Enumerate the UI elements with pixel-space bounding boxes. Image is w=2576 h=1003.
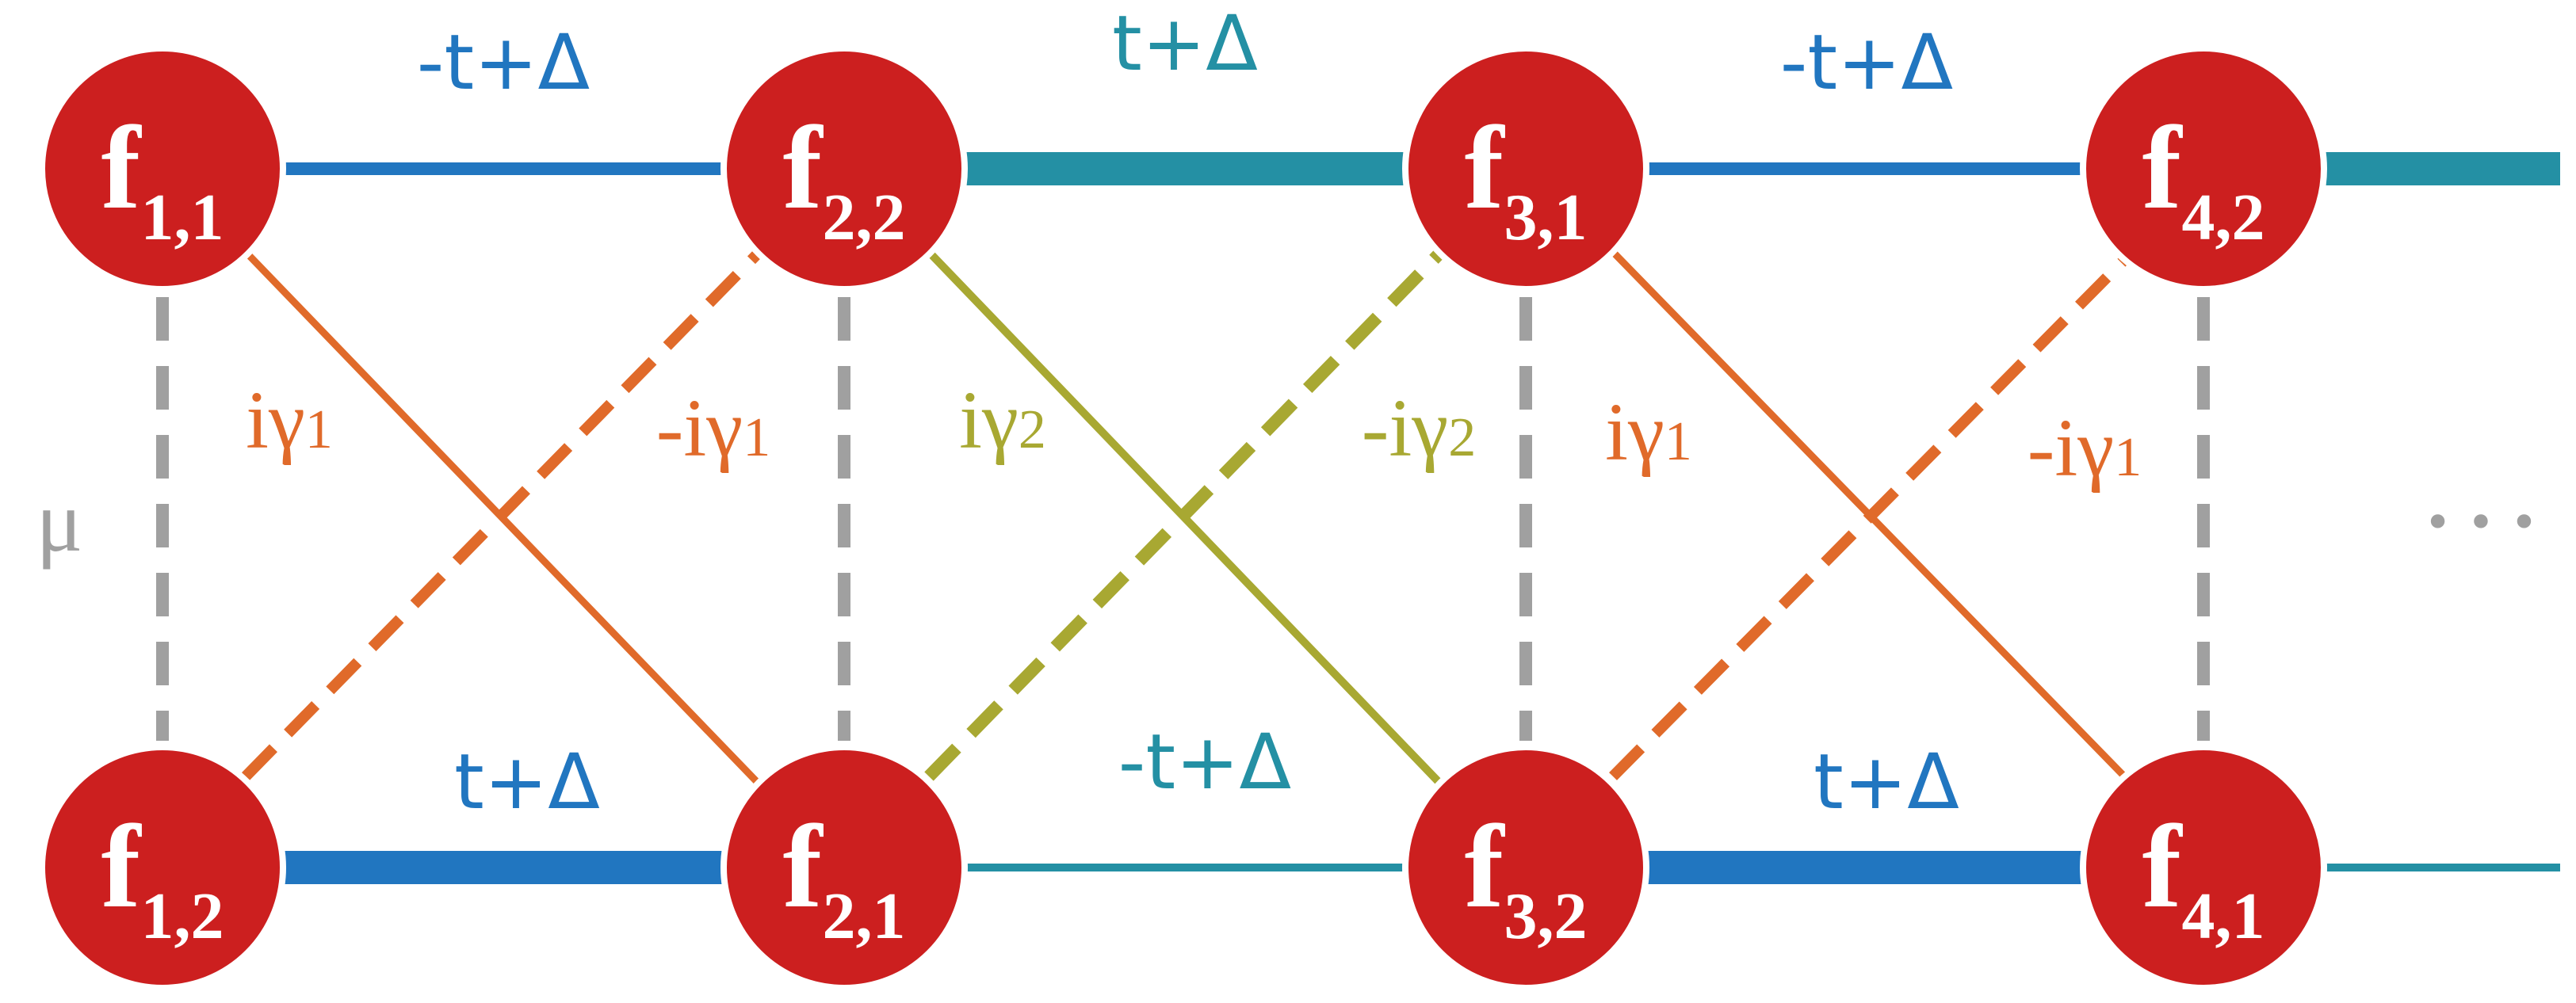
- node-f12-main: f: [101, 801, 143, 932]
- hop-label-top-2: t+Δ: [1112, 0, 1258, 88]
- node-f12-sub: 1,2: [140, 879, 224, 953]
- node-f21: f2,1: [720, 744, 968, 991]
- hop-label-bottom-1: t+Δ: [454, 738, 600, 826]
- gamma-label-1-main: iγ: [246, 375, 305, 466]
- gamma-label-3-main: iγ: [959, 375, 1019, 466]
- node-f32: f3,2: [1402, 744, 1649, 991]
- node-f22-main: f: [783, 102, 824, 234]
- hop-label-top-3: -t+Δ: [1780, 18, 1953, 107]
- gamma-label-6-sub: 1: [2114, 427, 2142, 488]
- gamma-label-4-sub: 2: [1448, 407, 1476, 468]
- gamma-label-4-main: -iγ: [1362, 383, 1448, 474]
- gamma-bond-dashed-3: [1609, 248, 2136, 780]
- node-f31-main: f: [1465, 102, 1506, 234]
- gamma-label-5: iγ1: [1605, 387, 1692, 478]
- node-f41-main: f: [2142, 801, 2184, 932]
- gamma-label-1-sub: 1: [305, 399, 333, 460]
- node-f21-main: f: [783, 801, 824, 932]
- gamma-label-2-sub: 1: [743, 407, 770, 468]
- node-f21-sub: 2,1: [822, 879, 905, 953]
- node-f42-sub: 4,2: [2181, 181, 2265, 254]
- hop-label-bottom-3: t+Δ: [1814, 738, 1959, 826]
- node-f22-sub: 2,2: [822, 181, 905, 254]
- node-f32-main: f: [1465, 801, 1506, 932]
- gamma-label-6: -iγ1: [2028, 402, 2142, 494]
- gamma-label-3: iγ2: [959, 375, 1046, 466]
- node-f31: f3,1: [1402, 45, 1649, 292]
- node-f42: f4,2: [2080, 45, 2327, 292]
- svg-text:f2,2: f2,2: [783, 102, 906, 254]
- node-f42-main: f: [2142, 102, 2184, 234]
- mu-label: μ: [36, 473, 83, 570]
- svg-text:f3,2: f3,2: [1465, 801, 1588, 953]
- gamma-label-5-sub: 1: [1664, 411, 1692, 472]
- gamma-label-5-main: iγ: [1605, 387, 1664, 478]
- ellipsis: • • •: [2424, 495, 2538, 551]
- svg-text:f4,2: f4,2: [2142, 102, 2265, 254]
- svg-text:f4,1: f4,1: [2142, 801, 2265, 953]
- node-f41-sub: 4,1: [2181, 879, 2265, 953]
- hop-label-bottom-2: -t+Δ: [1118, 718, 1291, 807]
- gamma-label-2: -iγ1: [656, 383, 770, 474]
- gamma-bond-dashed-2: [924, 247, 1446, 781]
- gamma-label-3-sub: 2: [1019, 399, 1046, 460]
- node-f32-sub: 3,2: [1504, 879, 1587, 953]
- gamma-label-4: -iγ2: [1362, 383, 1476, 474]
- node-f22: f2,2: [720, 45, 968, 292]
- node-f11-main: f: [101, 102, 143, 234]
- gamma-label-6-main: -iγ: [2028, 402, 2114, 494]
- hop-label-top-1: -t+Δ: [417, 18, 590, 107]
- gamma-bond-dashed-1: [241, 248, 764, 780]
- svg-text:f1,2: f1,2: [101, 801, 224, 953]
- svg-text:f3,1: f3,1: [1465, 102, 1588, 254]
- node-f11: f1,1: [39, 45, 286, 292]
- svg-text:f2,1: f2,1: [783, 801, 906, 953]
- node-f31-sub: 3,1: [1504, 181, 1587, 254]
- gamma-label-2-main: -iγ: [656, 383, 743, 474]
- gamma-label-1: iγ1: [246, 375, 333, 466]
- node-f11-sub: 1,1: [140, 181, 224, 254]
- node-f12: f1,2: [39, 744, 286, 991]
- svg-text:f1,1: f1,1: [101, 102, 224, 254]
- node-f41: f4,1: [2080, 744, 2327, 991]
